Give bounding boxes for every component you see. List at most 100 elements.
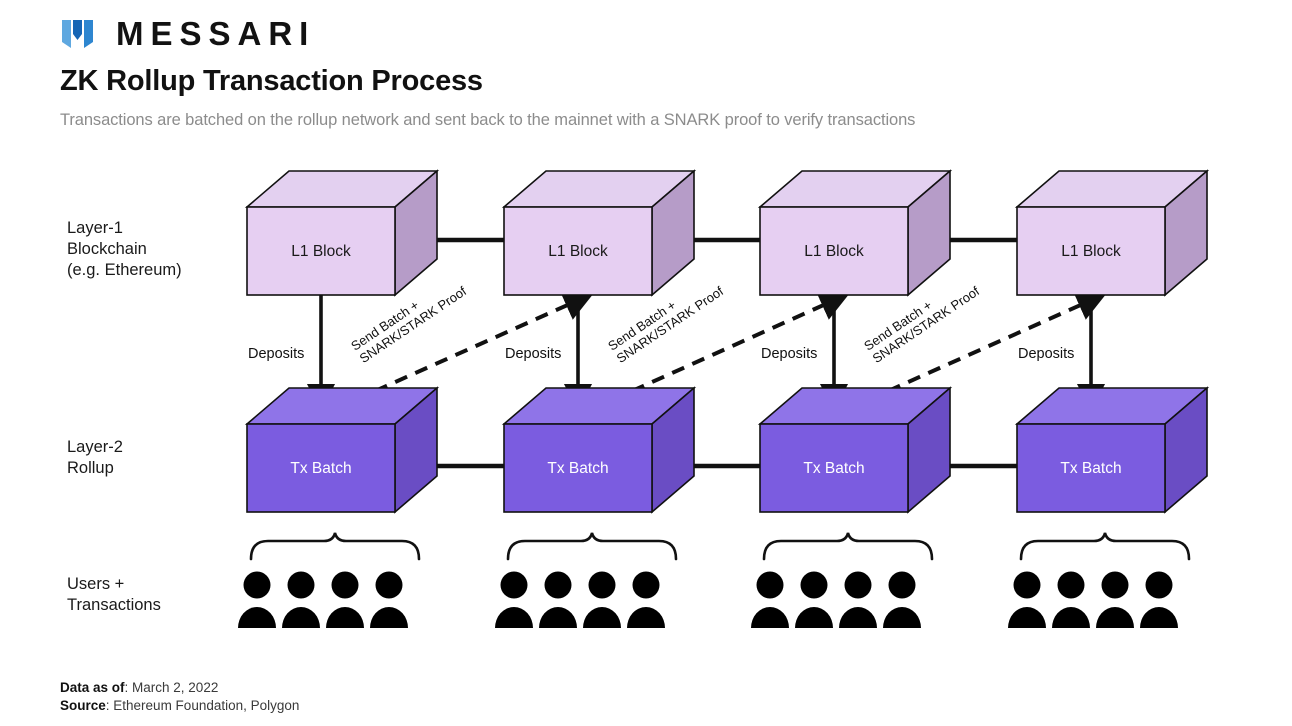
person-body [627,607,665,628]
person-icon [539,571,577,628]
person-head [243,571,271,599]
person-head [756,571,784,599]
person-icon [883,571,921,628]
user-group-brace [762,532,934,561]
footer-data-as-of-value: : March 2, 2022 [124,680,219,695]
person-body [1008,607,1046,628]
deposit-label-1: Deposits [248,346,305,362]
person-head [375,571,403,599]
footer-source-label: Source [60,698,106,713]
l1-block-2 [501,169,697,297]
flow-arrows [306,291,1107,411]
user-icons [238,571,1178,628]
person-body [495,607,533,628]
person-head [632,571,660,599]
l2-block-label: Tx Batch [290,460,351,477]
person-body [795,607,833,628]
person-icon [326,571,364,628]
person-head [1057,571,1085,599]
person-body [1096,607,1134,628]
person-icon [795,571,833,628]
person-body [282,607,320,628]
person-body [883,607,921,628]
l2-block-label: Tx Batch [547,460,608,477]
person-body [326,607,364,628]
deposit-label-4: Deposits [1018,346,1075,362]
l2-block-label: Tx Batch [1060,460,1121,477]
footer: Data as of: March 2, 2022 Source: Ethere… [60,679,299,715]
page-title: ZK Rollup Transaction Process [60,65,483,97]
row-label-layer1: Layer-1 Blockchain (e.g. Ethereum) [67,219,182,279]
cube-front-face [246,423,396,513]
l1-block-label: L1 Block [291,243,351,260]
person-icon [751,571,789,628]
connector-lines [433,237,1021,469]
proof-arrow [354,291,594,402]
person-icon [282,571,320,628]
l2-block-label: Tx Batch [803,460,864,477]
person-head [800,571,828,599]
row-label-users: Users + Transactions [67,575,161,614]
footer-data-as-of-label: Data as of [60,680,125,695]
footer-source: Source: Ethereum Foundation, Polygon [60,697,299,715]
person-icon [370,571,408,628]
person-body [539,607,577,628]
l1-block-4 [1014,169,1210,297]
person-head [287,571,315,599]
cube-front-face [759,423,909,513]
person-icon [627,571,665,628]
l1-block-label: L1 Block [548,243,608,260]
user-braces [249,532,1191,561]
person-body [1140,607,1178,628]
l2-block-3 [757,386,953,514]
person-head [1101,571,1129,599]
l2-block-1 [244,386,440,514]
person-icon [238,571,276,628]
person-head [1145,571,1173,599]
cube-front-face [759,206,909,296]
deposit-label-3: Deposits [761,346,818,362]
person-body [370,607,408,628]
person-body [839,607,877,628]
brand-wordmark: MESSARI [116,15,316,52]
person-icon [1052,571,1090,628]
l2-block-2 [501,386,697,514]
person-body [583,607,621,628]
cube-front-face [246,206,396,296]
person-head [1013,571,1041,599]
page-header: MESSARI ZK Rollup Transaction Process Tr… [60,14,1240,130]
person-head [500,571,528,599]
l1-block-label: L1 Block [1061,243,1121,260]
user-group-brace [506,532,678,561]
footer-source-value: : Ethereum Foundation, Polygon [105,698,300,713]
cube-front-face [503,206,653,296]
layer1-blocks: L1 Block L1 Block L1 Block L1 Block [244,169,1210,297]
person-icon [1140,571,1178,628]
deposit-label-2: Deposits [505,346,562,362]
layer2-blocks: Tx Batch Tx Batch Tx Batch Tx Batch [244,386,1210,514]
person-icon [1096,571,1134,628]
brand-logo: MESSARI [60,14,1240,54]
page-subtitle: Transactions are batched on the rollup n… [60,111,916,129]
l1-block-3 [757,169,953,297]
person-head [844,571,872,599]
l2-block-4 [1014,386,1210,514]
person-head [331,571,359,599]
proof-arrow [867,291,1107,402]
person-icon [1008,571,1046,628]
person-icon [495,571,533,628]
l1-block-1 [244,169,440,297]
person-head [888,571,916,599]
l1-block-label: L1 Block [804,243,864,260]
person-icon [839,571,877,628]
user-group-brace [1019,532,1191,561]
person-body [1052,607,1090,628]
person-head [588,571,616,599]
person-icon [583,571,621,628]
proof-arrow [611,291,850,402]
footer-data-as-of: Data as of: March 2, 2022 [60,679,299,697]
cube-front-face [1016,423,1166,513]
row-label-layer2: Layer-2 Rollup [67,438,123,477]
person-body [238,607,276,628]
